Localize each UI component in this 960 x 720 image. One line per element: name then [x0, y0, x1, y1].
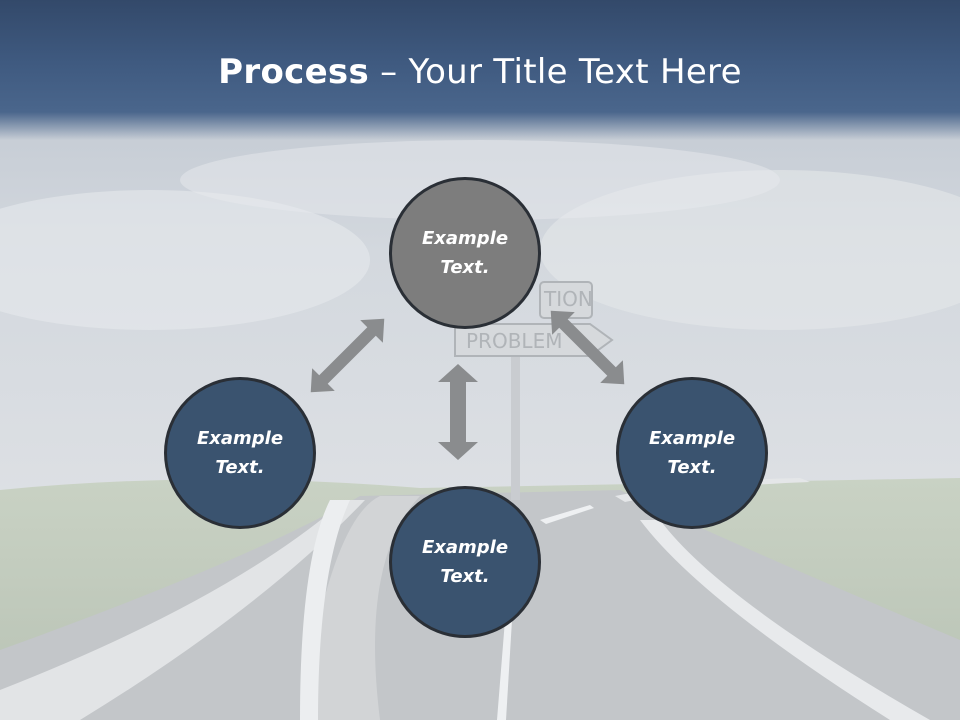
- double-arrow-icon: [438, 364, 478, 460]
- sign-bottom-text: PROBLEM: [466, 329, 562, 353]
- title-bar: [0, 0, 960, 140]
- process-circle-top[interactable]: Example Text.: [389, 177, 541, 329]
- double-arrow-icon: [550, 310, 625, 385]
- double-arrow-icon: [310, 318, 385, 393]
- process-circle-right[interactable]: Example Text.: [616, 377, 768, 529]
- sign-top-text: TION: [543, 287, 593, 311]
- title-rest: – Your Title Text Here: [369, 52, 742, 92]
- process-circle-left[interactable]: Example Text.: [164, 377, 316, 529]
- process-circle-bottom[interactable]: Example Text.: [389, 486, 541, 638]
- title-bold: Process: [218, 52, 370, 92]
- page-title: Process – Your Title Text Here: [0, 52, 960, 92]
